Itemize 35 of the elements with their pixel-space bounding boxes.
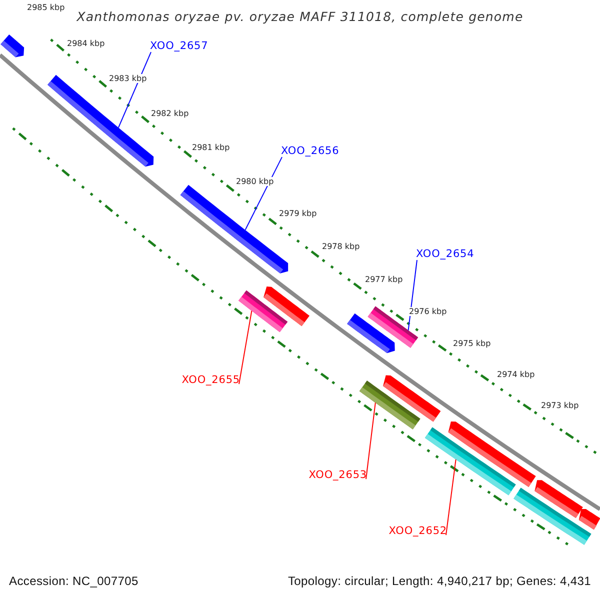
scale-label: 2981 kbp <box>192 143 230 152</box>
scale-label: 2980 kbp <box>236 177 274 186</box>
gene-label: XOO_2654 <box>416 248 474 260</box>
footer-text: Accession: NC_007705 <box>9 575 138 589</box>
gene-block <box>424 427 516 496</box>
scale-label: 2984 kbp <box>67 39 105 48</box>
leader-line <box>244 156 282 230</box>
gene-block <box>238 290 288 332</box>
gene-label: XOO_2656 <box>281 145 340 158</box>
gene-block <box>0 34 24 58</box>
scale-label: 2982 kbp <box>151 109 189 118</box>
gene-label: XOO_2653 <box>308 469 367 482</box>
leader-line <box>366 402 376 480</box>
gene-block <box>347 313 395 354</box>
scale-label: 2973 kbp <box>541 401 579 410</box>
leader-line <box>118 52 152 128</box>
scale-label: 2974 kbp <box>497 370 535 380</box>
gene-label: XOO_2657 <box>150 40 208 52</box>
gene-block <box>578 509 600 530</box>
leader-line <box>408 260 418 331</box>
scale-label: 2976 kbp <box>409 307 447 316</box>
scale-label: 2985 kbp <box>27 3 65 12</box>
scale-label: 2979 kbp <box>279 209 317 218</box>
gene-block <box>359 380 420 430</box>
gene-block <box>514 488 592 545</box>
scale-label: 2977 kbp <box>365 275 403 284</box>
gene-label: XOO_2652 <box>388 525 447 538</box>
scale-label: 2975 kbp <box>453 339 491 348</box>
footer-text: Topology: circular; Length: 4,940,217 bp; Genes: 4,431 <box>288 575 591 589</box>
leader-line <box>238 310 252 385</box>
gene-label: XOO_2655 <box>182 374 240 386</box>
scale-label: 2978 kbp <box>322 242 360 252</box>
leader-line <box>446 458 456 536</box>
diagram-title: Xanthomonas oryzae pv. oryzae MAFF 311018, complete genome <box>75 10 524 24</box>
scale-label: 2983 kbp <box>109 74 147 84</box>
